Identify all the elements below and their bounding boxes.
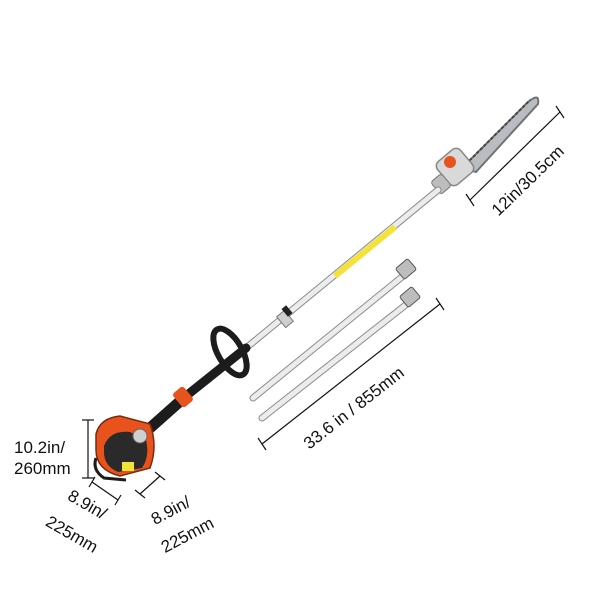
handle (144, 325, 251, 434)
chainsaw-bar (460, 96, 540, 174)
extension-pole-lower (258, 286, 421, 422)
dimension-line-extension (257, 297, 445, 451)
saw-head (431, 147, 475, 194)
dimension-line-engine-depth (88, 476, 122, 506)
engine-height-label-line2: 260mm (14, 459, 71, 478)
extension-pole-upper (249, 258, 417, 402)
engine (93, 415, 155, 482)
dimension-line-bar (465, 105, 565, 207)
dimension-line-engine-height (82, 419, 94, 479)
dimension-line-engine-width (134, 471, 166, 499)
main-shaft (242, 186, 442, 352)
engine-height-label-line1: 10.2in/ (14, 438, 66, 457)
